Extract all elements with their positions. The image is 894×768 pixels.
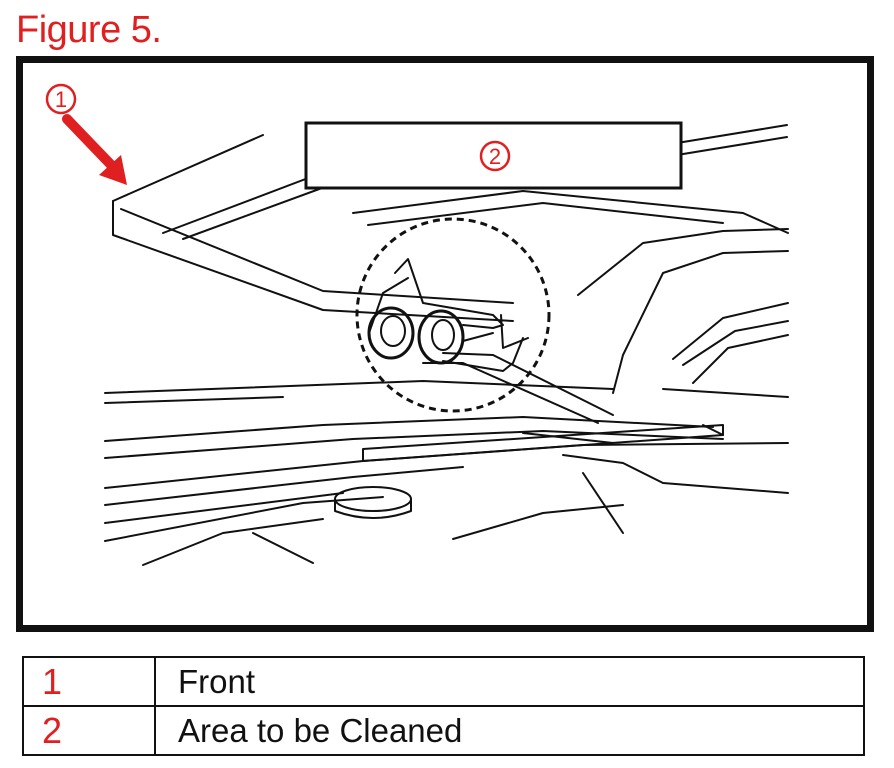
- callout-2: 2: [479, 140, 511, 172]
- legend-label: Area to be Cleaned: [154, 705, 865, 756]
- front-arrow-icon: [62, 114, 127, 185]
- legend-number: 2: [22, 705, 156, 756]
- callout-2-number: 2: [489, 144, 501, 169]
- hood-outline: [104, 124, 789, 566]
- legend-table: 1 Front 2 Area to be Cleaned: [22, 656, 865, 756]
- legend-number: 1: [22, 656, 156, 707]
- callout-1: 1: [45, 83, 127, 185]
- figure-title: Figure 5.: [16, 9, 162, 51]
- callout-circle-icon: [45, 83, 77, 115]
- hood-latch-illustration: 2 1: [45, 83, 789, 566]
- callout-circle-icon: [479, 140, 511, 172]
- callout-1-number: 1: [55, 87, 67, 112]
- legend-row: 1 Front: [22, 656, 865, 707]
- illustration-frame: 2 1: [16, 56, 874, 632]
- legend-label: Front: [154, 656, 865, 707]
- detail-zoom-circle: [355, 217, 551, 413]
- legend-row: 2 Area to be Cleaned: [22, 705, 865, 756]
